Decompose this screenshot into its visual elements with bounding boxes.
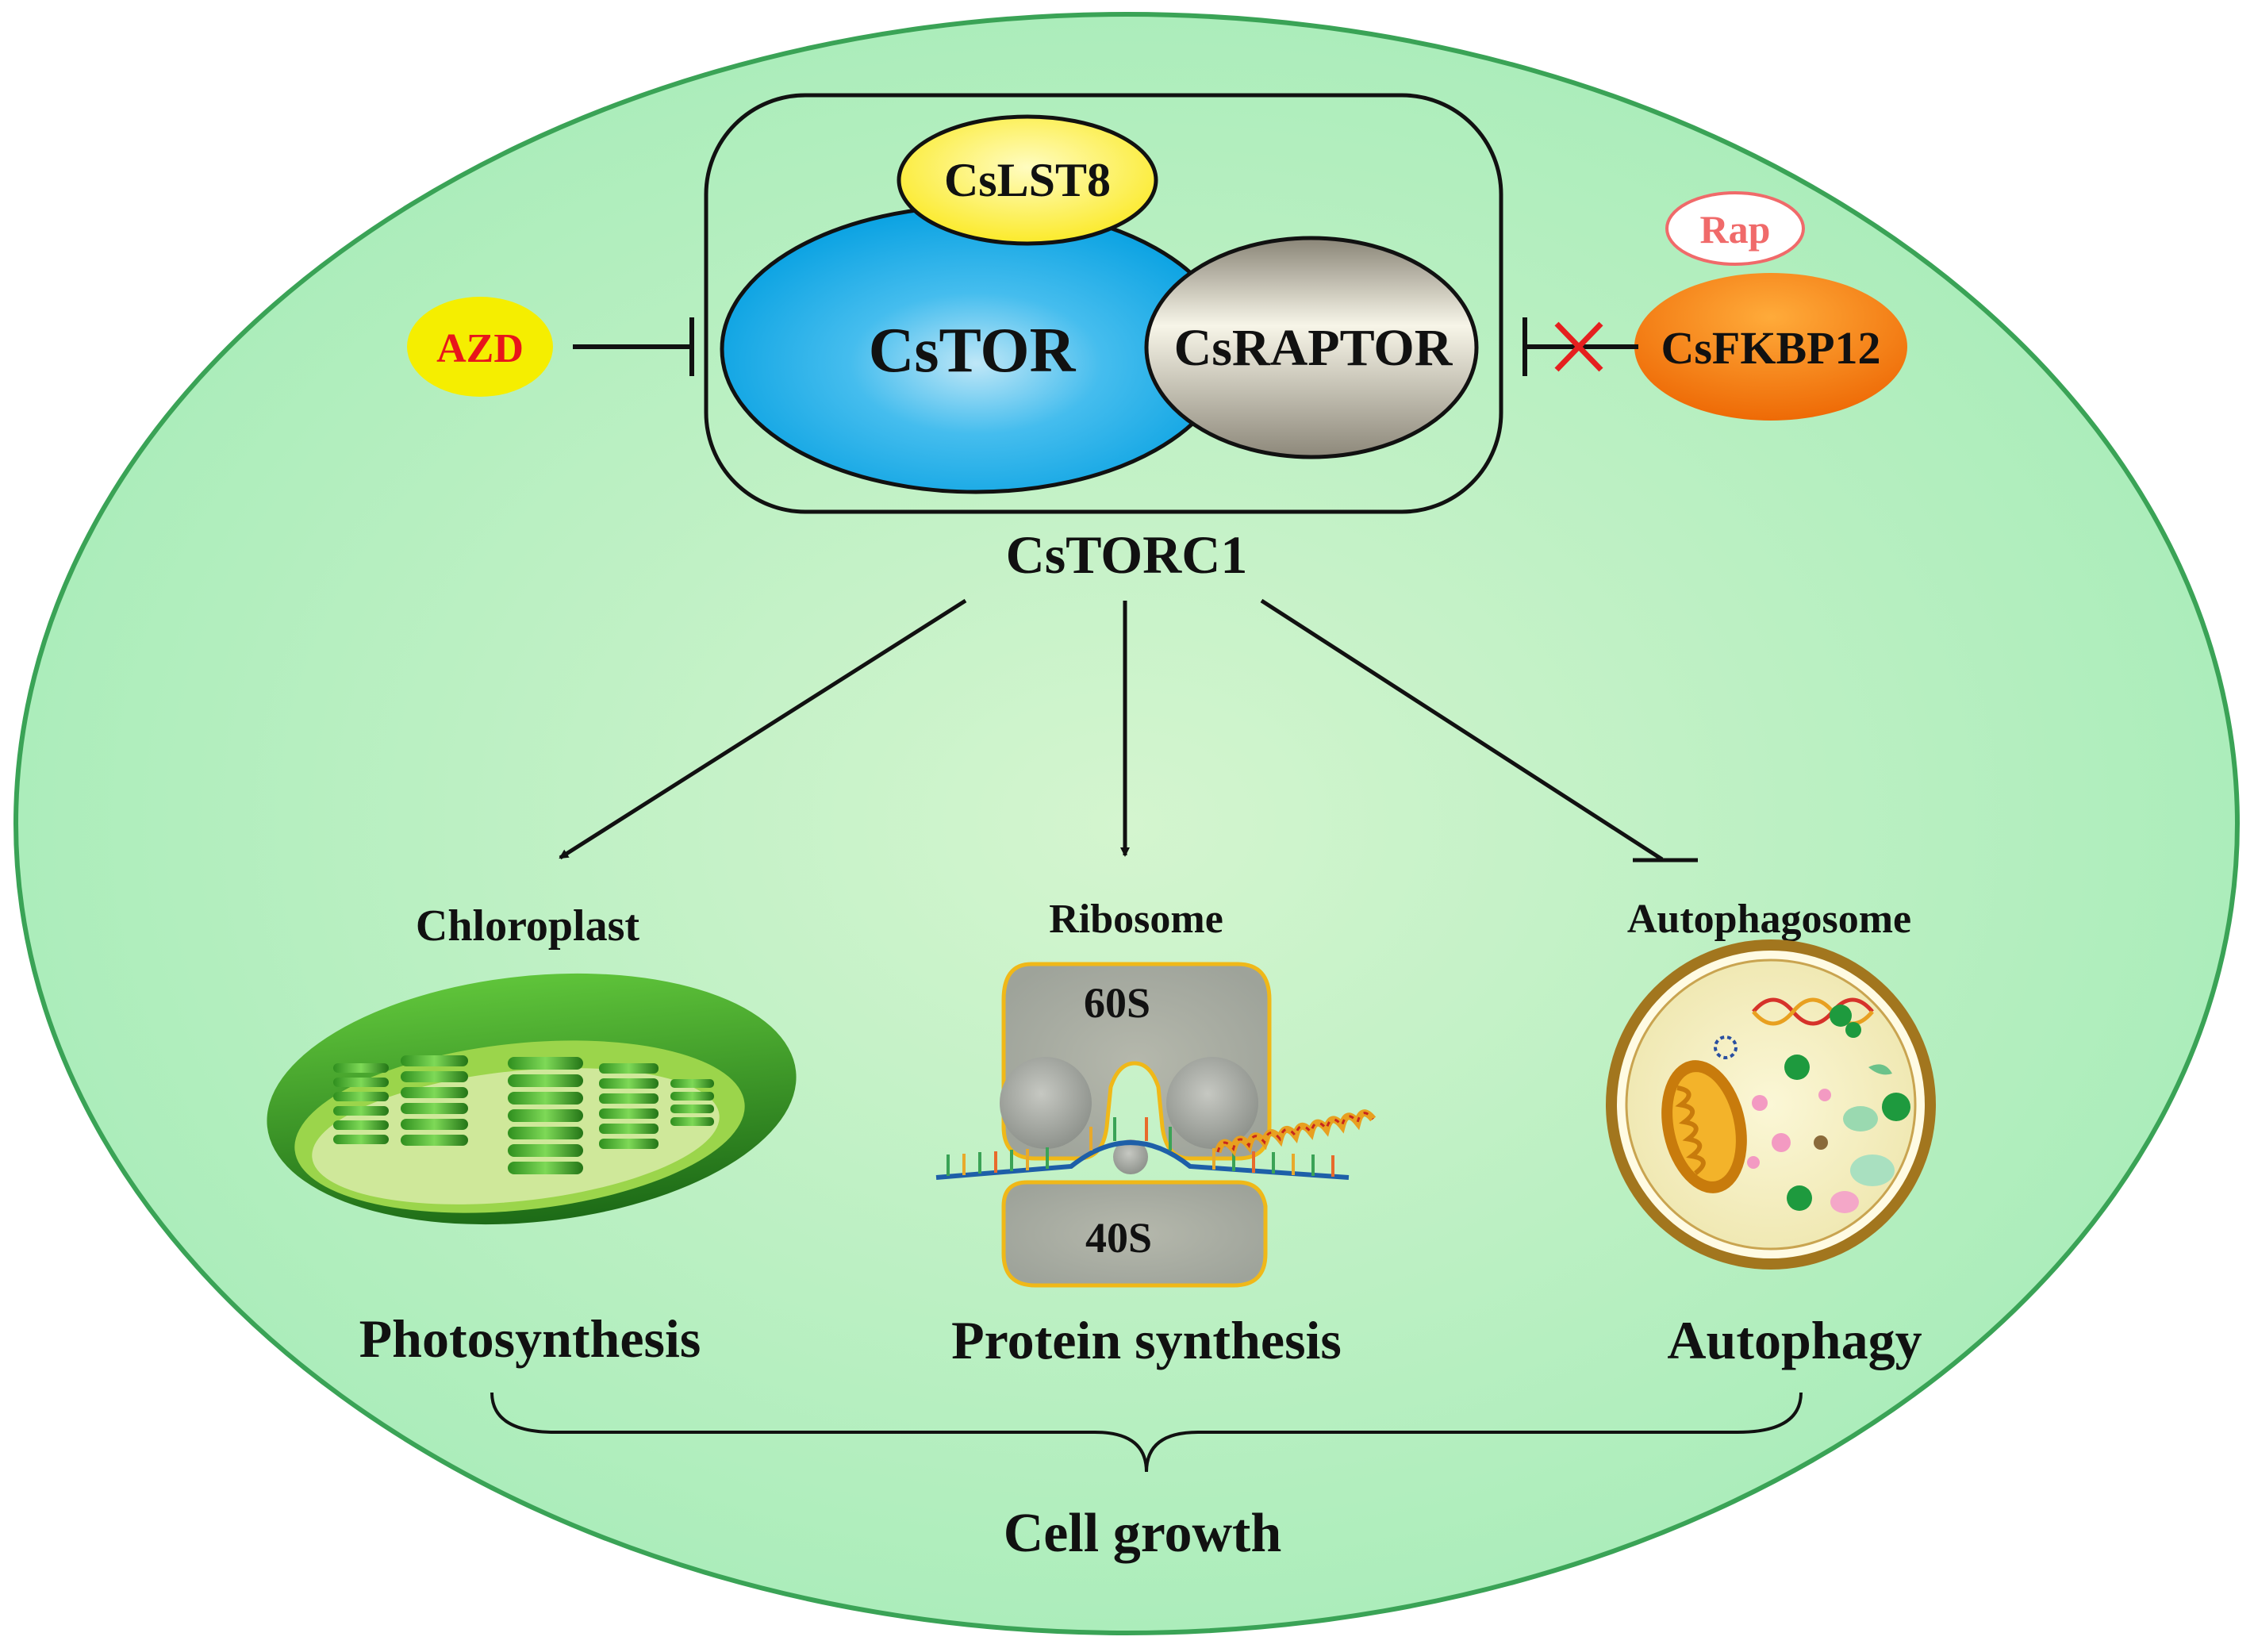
arrow-to-chloroplast bbox=[559, 598, 967, 860]
granum-stack-4 bbox=[599, 1063, 659, 1149]
cstorc1-label: CsTORC1 bbox=[1006, 524, 1248, 585]
cslst8-label: CsLST8 bbox=[944, 154, 1111, 206]
torc1-complex-boundary bbox=[704, 93, 1503, 514]
peptide-chain bbox=[1214, 1109, 1377, 1157]
ribosome-label: Ribosome bbox=[1049, 897, 1223, 942]
granum-stack-3 bbox=[508, 1057, 583, 1174]
autophagy-label: Autophagy bbox=[1667, 1310, 1922, 1370]
rap-label: Rap bbox=[1700, 207, 1771, 252]
chloroplast-illustration bbox=[267, 973, 797, 1225]
protein-synthesis-label: Protein synthesis bbox=[951, 1310, 1342, 1370]
cslst8-node bbox=[897, 114, 1158, 246]
rap-node bbox=[1665, 191, 1805, 266]
ribosome-site-left bbox=[1000, 1057, 1092, 1149]
cstor-label: CsTOR bbox=[869, 316, 1077, 386]
csraptor-label: CsRAPTOR bbox=[1174, 319, 1453, 377]
chloroplast-label: Chloroplast bbox=[416, 901, 639, 951]
azd-node bbox=[407, 297, 553, 397]
azd-label: AZD bbox=[436, 326, 524, 371]
autophagosome-illustration bbox=[1606, 939, 1936, 1270]
autophagosome-label: Autophagosome bbox=[1627, 897, 1911, 942]
csraptor-node bbox=[1144, 236, 1479, 459]
cell-growth-brace bbox=[490, 1392, 1803, 1473]
blocked-cross-icon bbox=[1554, 321, 1603, 372]
inhibit-to-autophagosome bbox=[1260, 598, 1664, 862]
codon-ticks bbox=[947, 1117, 1334, 1177]
granum-stack-1 bbox=[333, 1063, 389, 1144]
ribosome-center-blob bbox=[1113, 1139, 1148, 1174]
ribosome-60s-label: 60S bbox=[1084, 979, 1150, 1027]
granum-stack-5 bbox=[670, 1079, 714, 1126]
ribosome-site-right bbox=[1166, 1057, 1258, 1149]
granum-stack-2 bbox=[401, 1055, 468, 1146]
ribosome-40s-label: 40S bbox=[1085, 1214, 1152, 1262]
photosynthesis-label: Photosynthesis bbox=[359, 1308, 701, 1369]
ribosome-illustration: 60S 40S bbox=[935, 962, 1377, 1288]
mrna-strand bbox=[935, 1140, 1350, 1180]
csfkbp12-node bbox=[1634, 273, 1907, 421]
ribosome-small-subunit bbox=[1001, 1180, 1268, 1288]
cell-growth-label: Cell growth bbox=[1004, 1503, 1282, 1564]
csfkbp12-label: CsFKBP12 bbox=[1661, 322, 1880, 374]
mitochondrion-icon bbox=[1661, 1060, 1747, 1193]
